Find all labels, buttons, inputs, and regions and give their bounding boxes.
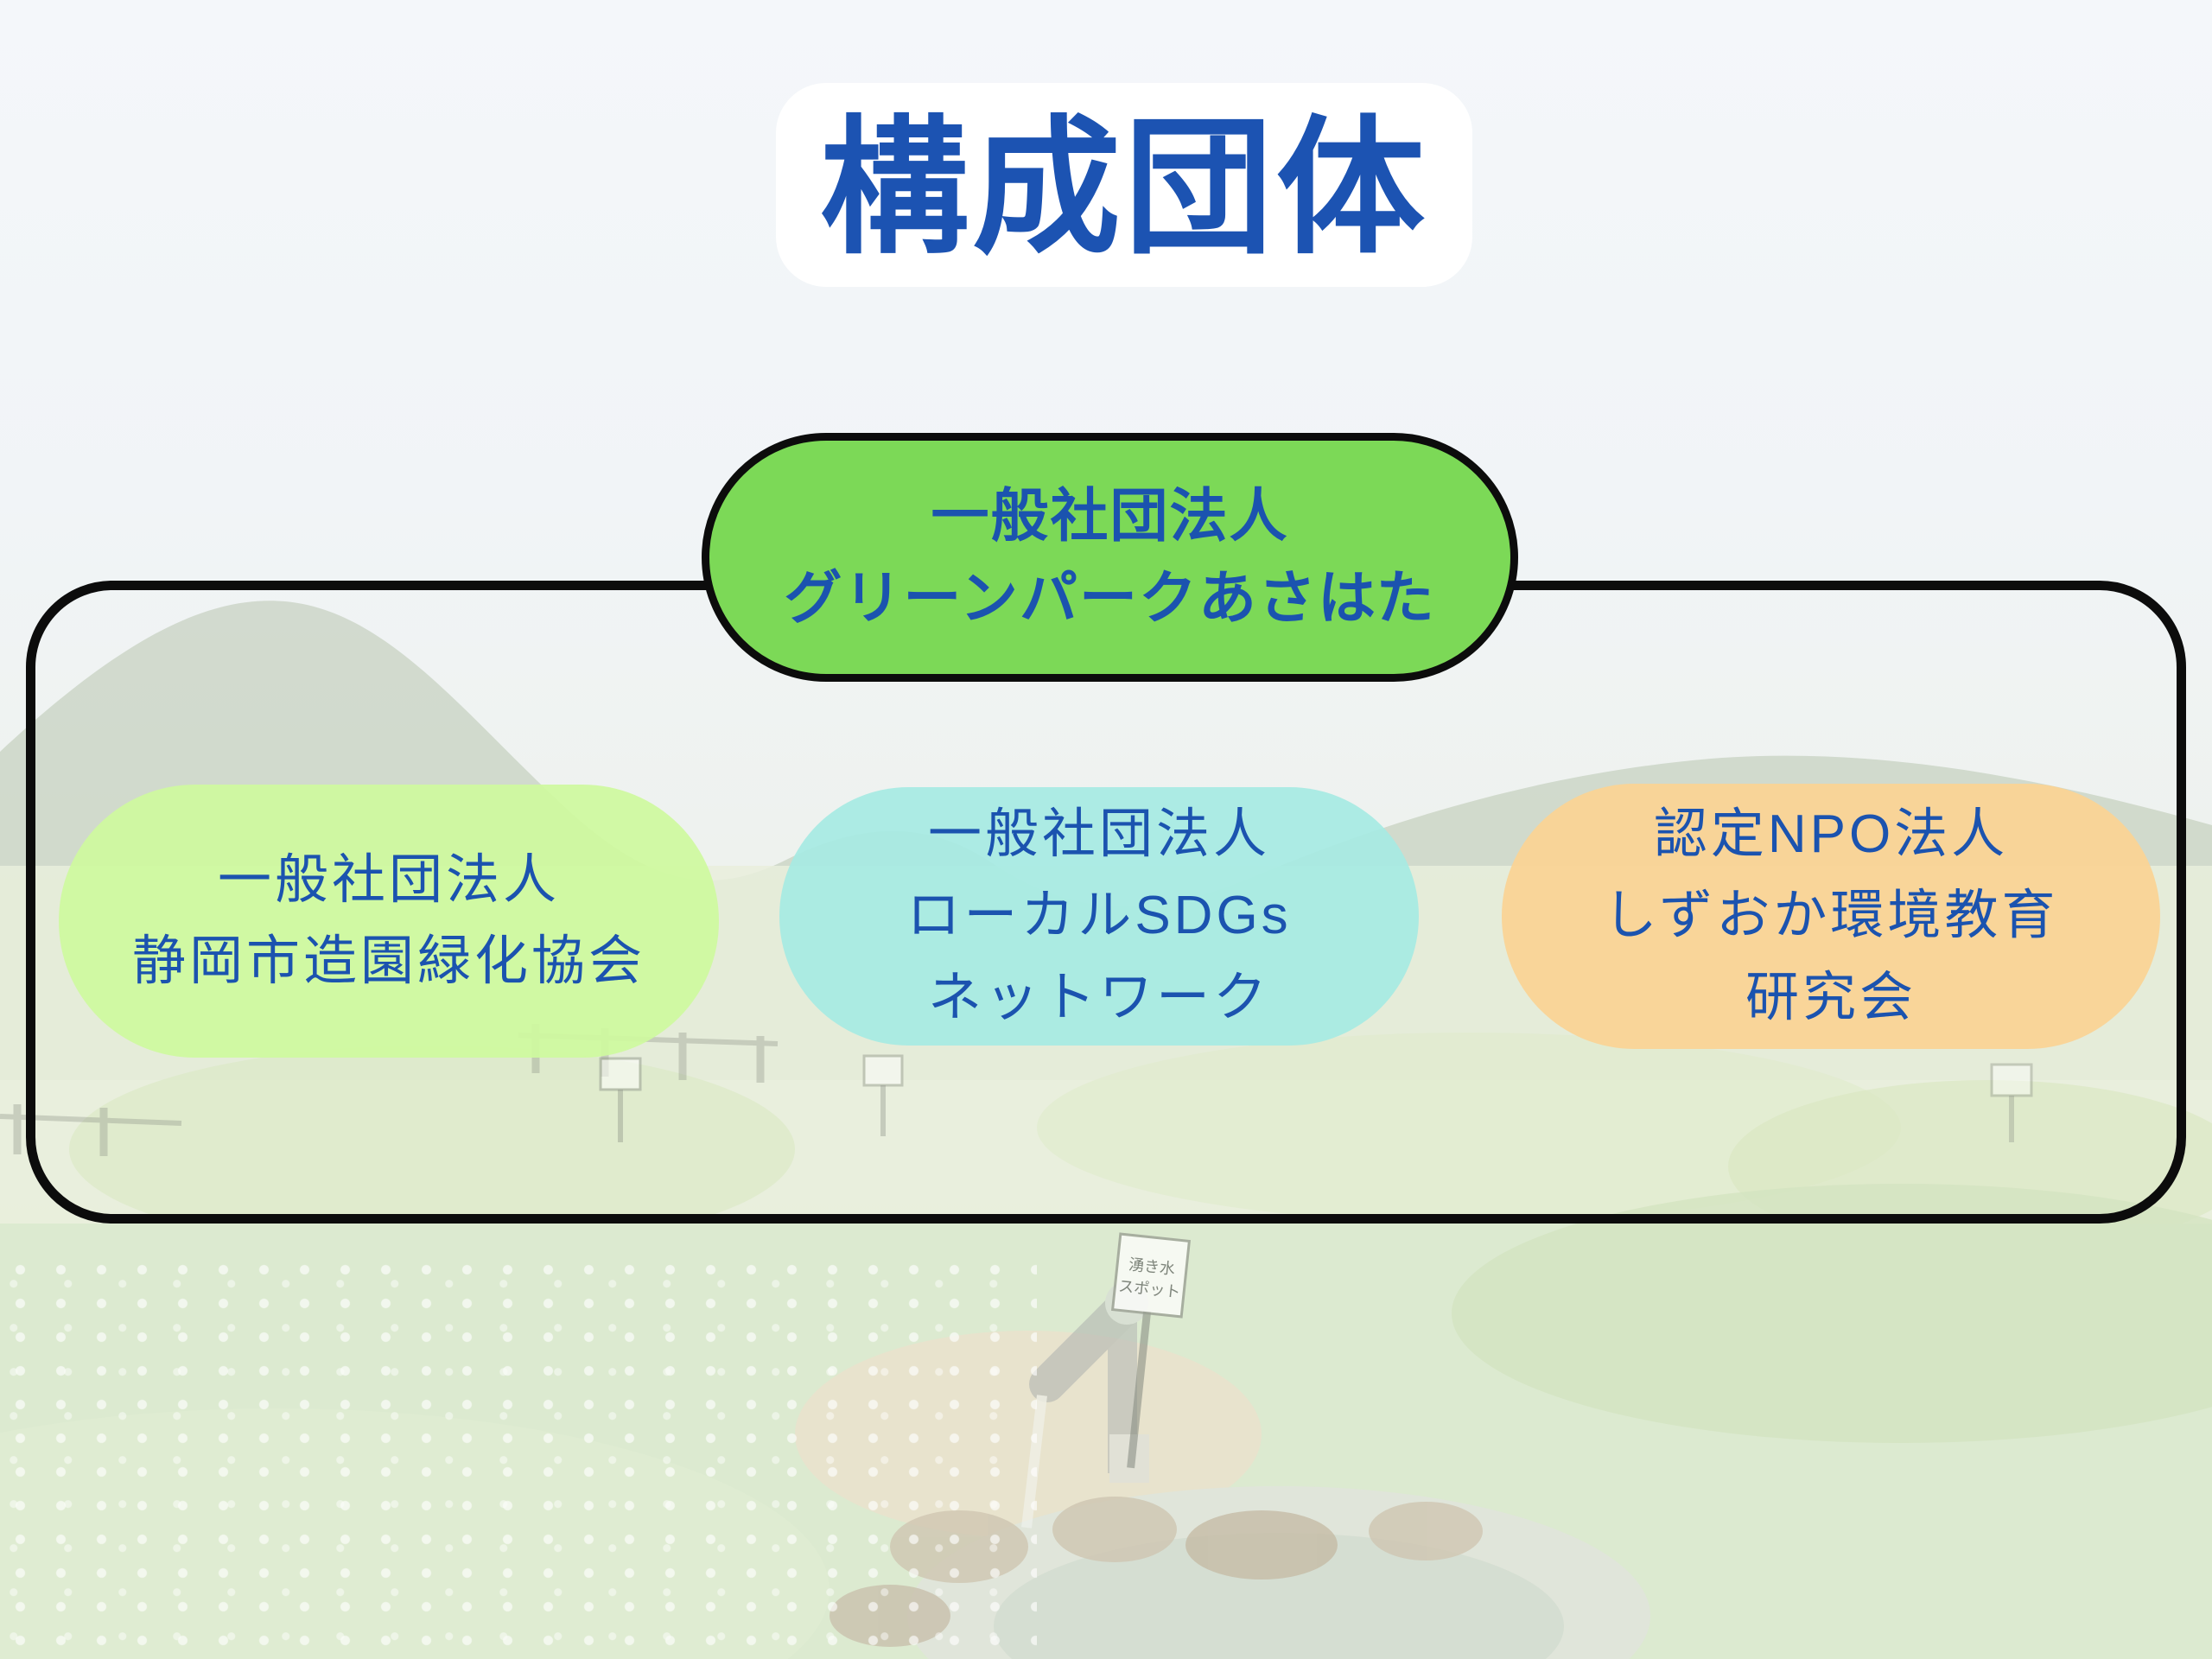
title-card: 構成団体 (776, 83, 1472, 287)
spring-sign: 湧き水 スポット (1110, 1232, 1192, 1469)
member-org-pill-npo: 認定NPO法人 しずおか環境教育 研究会 (1502, 784, 2160, 1049)
member-org-line: 静岡市造園緑化協会 (131, 931, 645, 991)
pond-reflection (994, 1533, 1564, 1659)
parent-org-line-1: 一般社団法人 (931, 483, 1289, 549)
meadow-patch (1037, 1033, 1901, 1223)
member-org-line: 研究会 (1745, 967, 1916, 1027)
parent-org-pill: 一般社団法人 グリーンパークあさはた (702, 433, 1518, 682)
member-org-line: ネットワーク (927, 967, 1270, 1027)
tall-grass-patch (1452, 1184, 2212, 1443)
white-clover-speckles (0, 1253, 1037, 1659)
meadow-patch (69, 1046, 795, 1253)
marker-signs (599, 1054, 2033, 1142)
member-org-line: 一般社団法人 (927, 804, 1270, 865)
member-org-line: 一般社団法人 (217, 849, 560, 910)
member-org-line: ローカルSDGs (906, 886, 1292, 946)
member-org-line: 認定NPO法人 (1653, 804, 2009, 865)
water-pump-pipe (1021, 1281, 1149, 1529)
member-org-line: しずおか環境教育 (1603, 886, 2059, 946)
parent-org-line-2: グリーンパークあさはた (784, 566, 1436, 631)
member-org-pill-zoen: 一般社団法人 静岡市造園緑化協会 (59, 785, 719, 1058)
member-org-pill-sdgs: 一般社団法人 ローカルSDGs ネットワーク (779, 787, 1419, 1046)
page-title: 構成団体 (820, 105, 1428, 271)
